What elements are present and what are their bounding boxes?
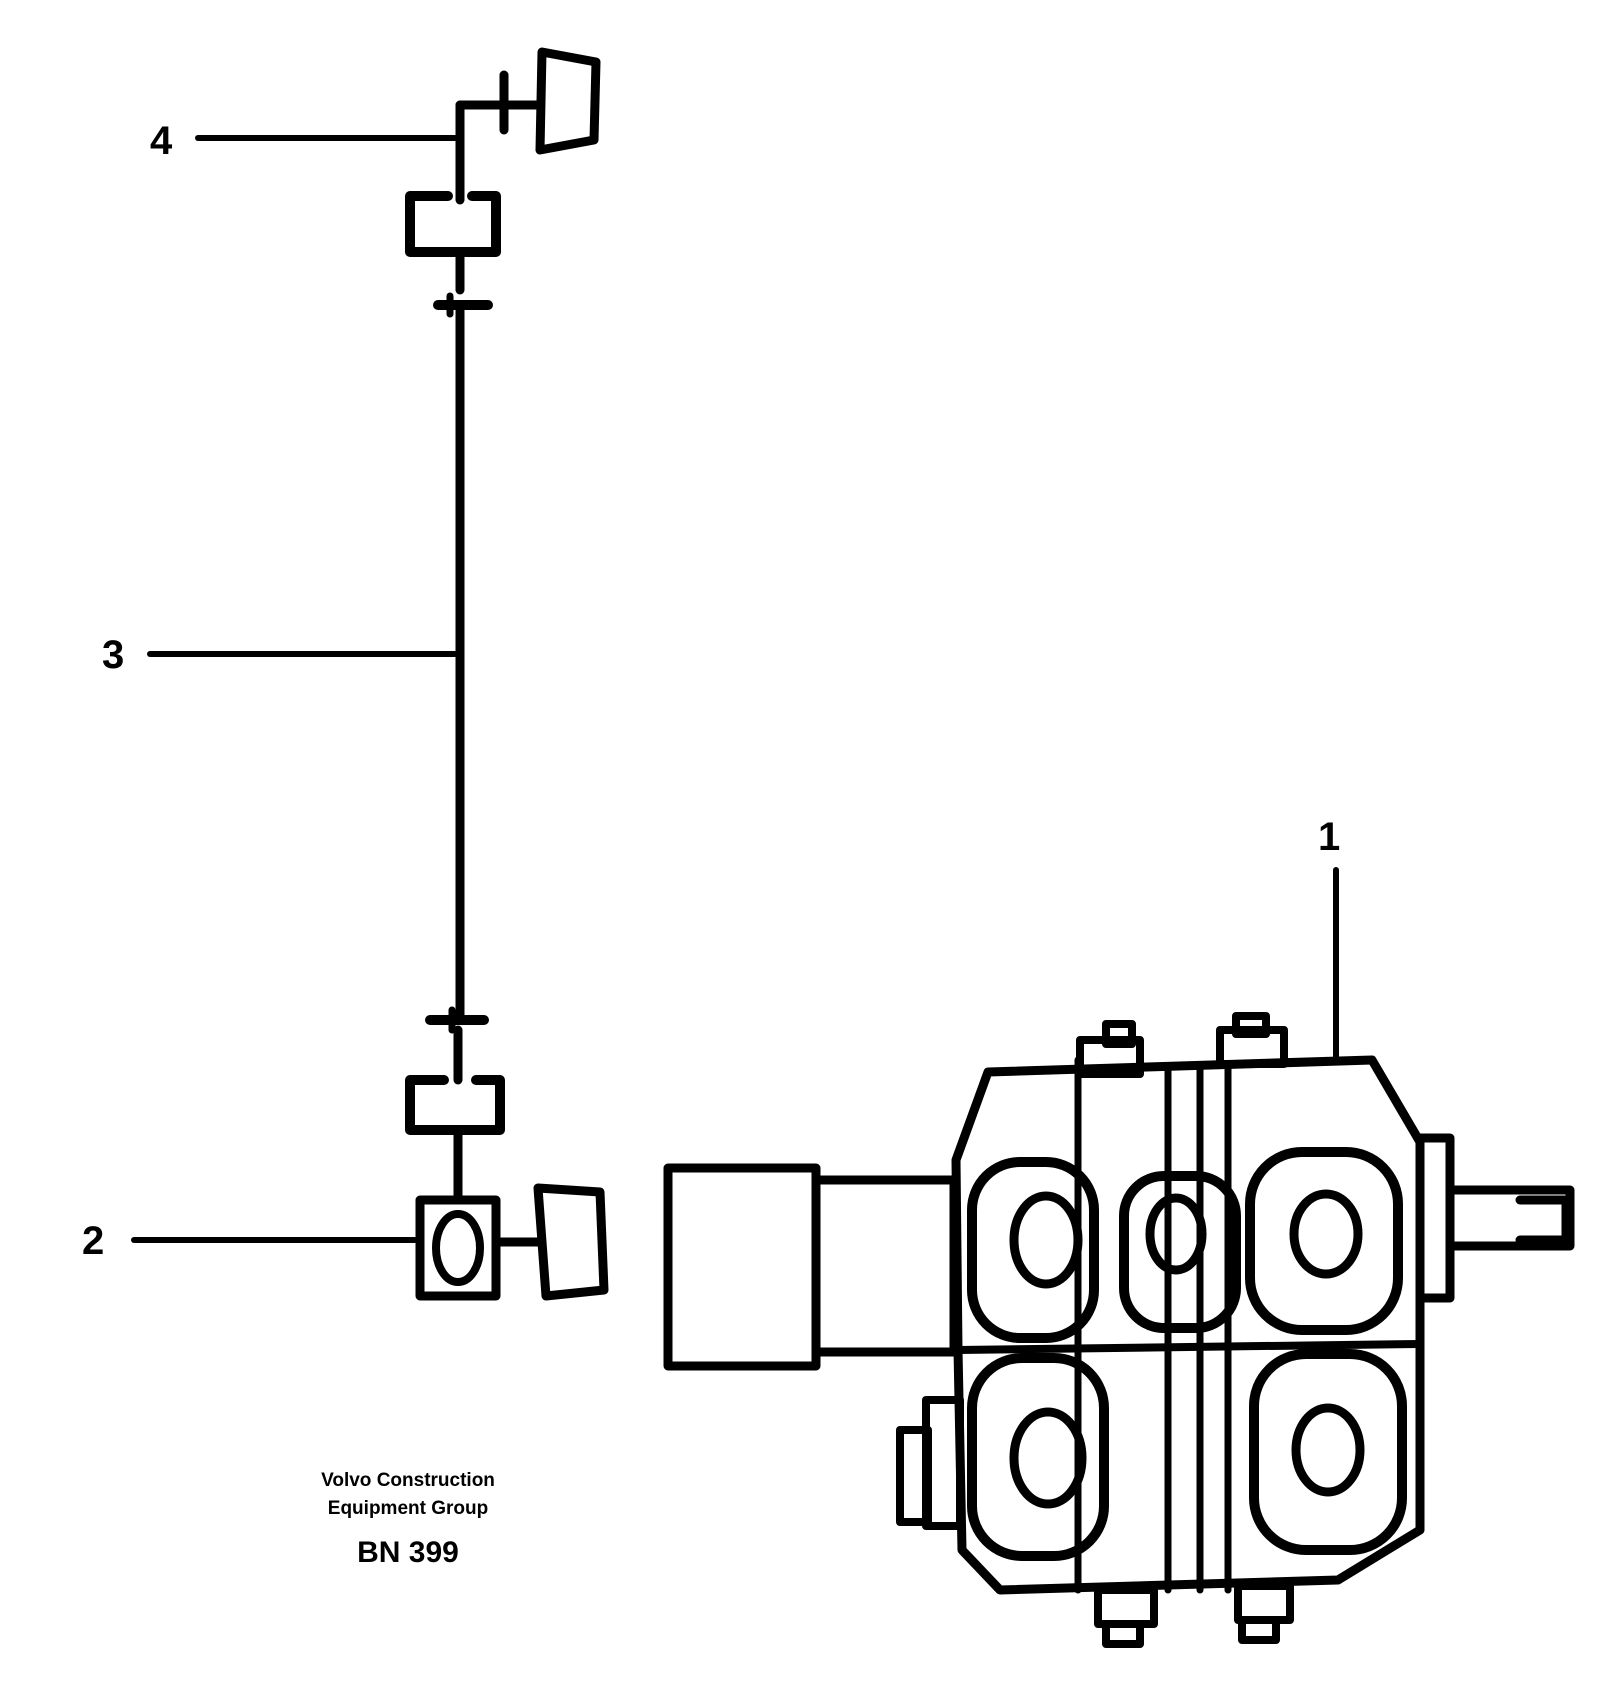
control-valve <box>663 1012 1575 1648</box>
callout-1: 1 <box>1318 815 1340 859</box>
caption-code: BN 399 <box>357 1536 459 1569</box>
flange-fitting <box>415 1183 609 1301</box>
lower-nut <box>425 1006 489 1085</box>
callout-2: 2 <box>82 1219 104 1263</box>
upper-clamp <box>405 191 501 295</box>
caption-company-line2: Equipment Group <box>328 1498 488 1519</box>
top-fitting <box>455 47 601 205</box>
caption-company-line1: Volvo Construction <box>321 1470 495 1491</box>
callout-4: 4 <box>150 119 173 163</box>
lower-clamp <box>405 1075 505 1205</box>
callout-3: 3 <box>102 633 124 677</box>
